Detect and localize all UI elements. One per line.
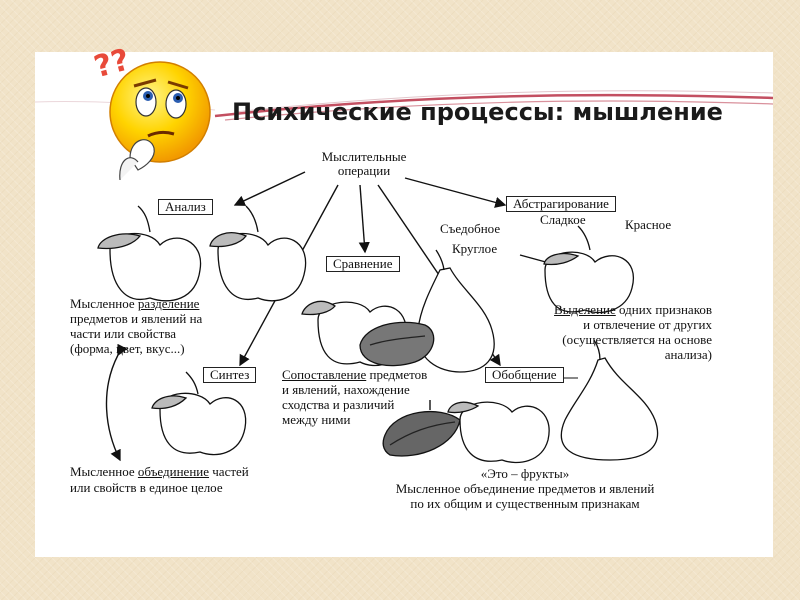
abstraction-desc-line-2: и отвлечение от других: [583, 317, 712, 332]
generalization-desc-line-1: «Это – фрукты»: [480, 466, 570, 481]
arrow-to-abstraction: [404, 177, 507, 208]
apple-icon: [447, 401, 550, 464]
apple-icon: [543, 225, 635, 314]
analysis-desc-line-2: предметов и явлений на: [70, 311, 203, 326]
synthesis-description: Мысленное объединение частей или свойств…: [70, 464, 249, 496]
arrow-to-analysis: [233, 171, 306, 206]
generalization-desc-line-3: по их общим и существенным признакам: [410, 496, 640, 511]
comparison-desc-line-3: сходства и различий: [282, 397, 395, 412]
synthesis-desc-key: объединение: [137, 464, 210, 479]
abstraction-desc-line-3: (осуществляется на основе: [562, 332, 712, 347]
comparison-desc-line-4: между ними: [282, 412, 351, 427]
synthesis-desc-a: Мысленное: [70, 464, 138, 479]
leaf-icon: [382, 410, 461, 457]
generalization-description: «Это – фрукты» Мысленное объединение пре…: [340, 466, 710, 511]
analysis-desc-line-4: (форма, цвет, вкус...): [70, 341, 185, 356]
node-abstraction: Абстрагирование: [506, 196, 616, 212]
center-node-line-2: операции: [337, 163, 391, 178]
comparison-desc-key: Сопоставление: [282, 367, 367, 382]
prop-edible: Съедобное: [440, 221, 501, 236]
abstraction-desc-key: Выделение: [554, 302, 616, 317]
generalization-desc-line-2: Мысленное объединение предметов и явлени…: [395, 481, 655, 496]
thinking-face-icon: ??: [91, 42, 211, 181]
pear-icon: [560, 339, 659, 461]
analysis-description: Мысленное разделение предметов и явлений…: [70, 296, 202, 356]
abstraction-description: Выделение одних признаков и отвлечение о…: [500, 302, 712, 362]
node-analysis: Анализ: [158, 199, 213, 215]
synthesis-desc-line-2: или свойств в единое целое: [70, 480, 223, 495]
synthesis-desc-b: частей: [209, 464, 249, 479]
comparison-desc-line-2: и явлений, нахождение: [282, 382, 410, 397]
apple-icon: [97, 205, 202, 302]
prop-sweet: Сладкое: [540, 212, 586, 227]
half-apple-icon: [359, 321, 435, 367]
analysis-desc-key: разделение: [137, 296, 200, 311]
page-title: Психические процессы: мышление: [232, 98, 723, 126]
abstraction-desc-b: одних признаков: [615, 302, 712, 317]
node-comparison: Сравнение: [326, 256, 400, 272]
center-node-label: Мыслительные операции: [300, 150, 428, 178]
analysis-desc-line-3: части или свойства: [70, 326, 177, 341]
arrow-to-comparison: [358, 184, 370, 254]
comparison-description: Сопоставление предметов и явлений, нахож…: [282, 367, 427, 427]
arrow-analysis-synthesis: [105, 343, 128, 462]
node-synthesis: Синтез: [203, 367, 257, 383]
apple-icon: [151, 371, 247, 456]
center-node-line-1: Мыслительные: [321, 149, 407, 164]
node-generalization: Обобщение: [485, 367, 564, 383]
apple-icon: [209, 205, 307, 302]
comparison-desc-b: предметов: [366, 367, 428, 382]
prop-red: Красное: [625, 217, 672, 232]
prop-round: Круглое: [452, 241, 498, 256]
analysis-desc-a: Мысленное: [70, 296, 138, 311]
abstraction-desc-line-4: анализа): [664, 347, 712, 362]
pear-icon: [417, 249, 495, 373]
